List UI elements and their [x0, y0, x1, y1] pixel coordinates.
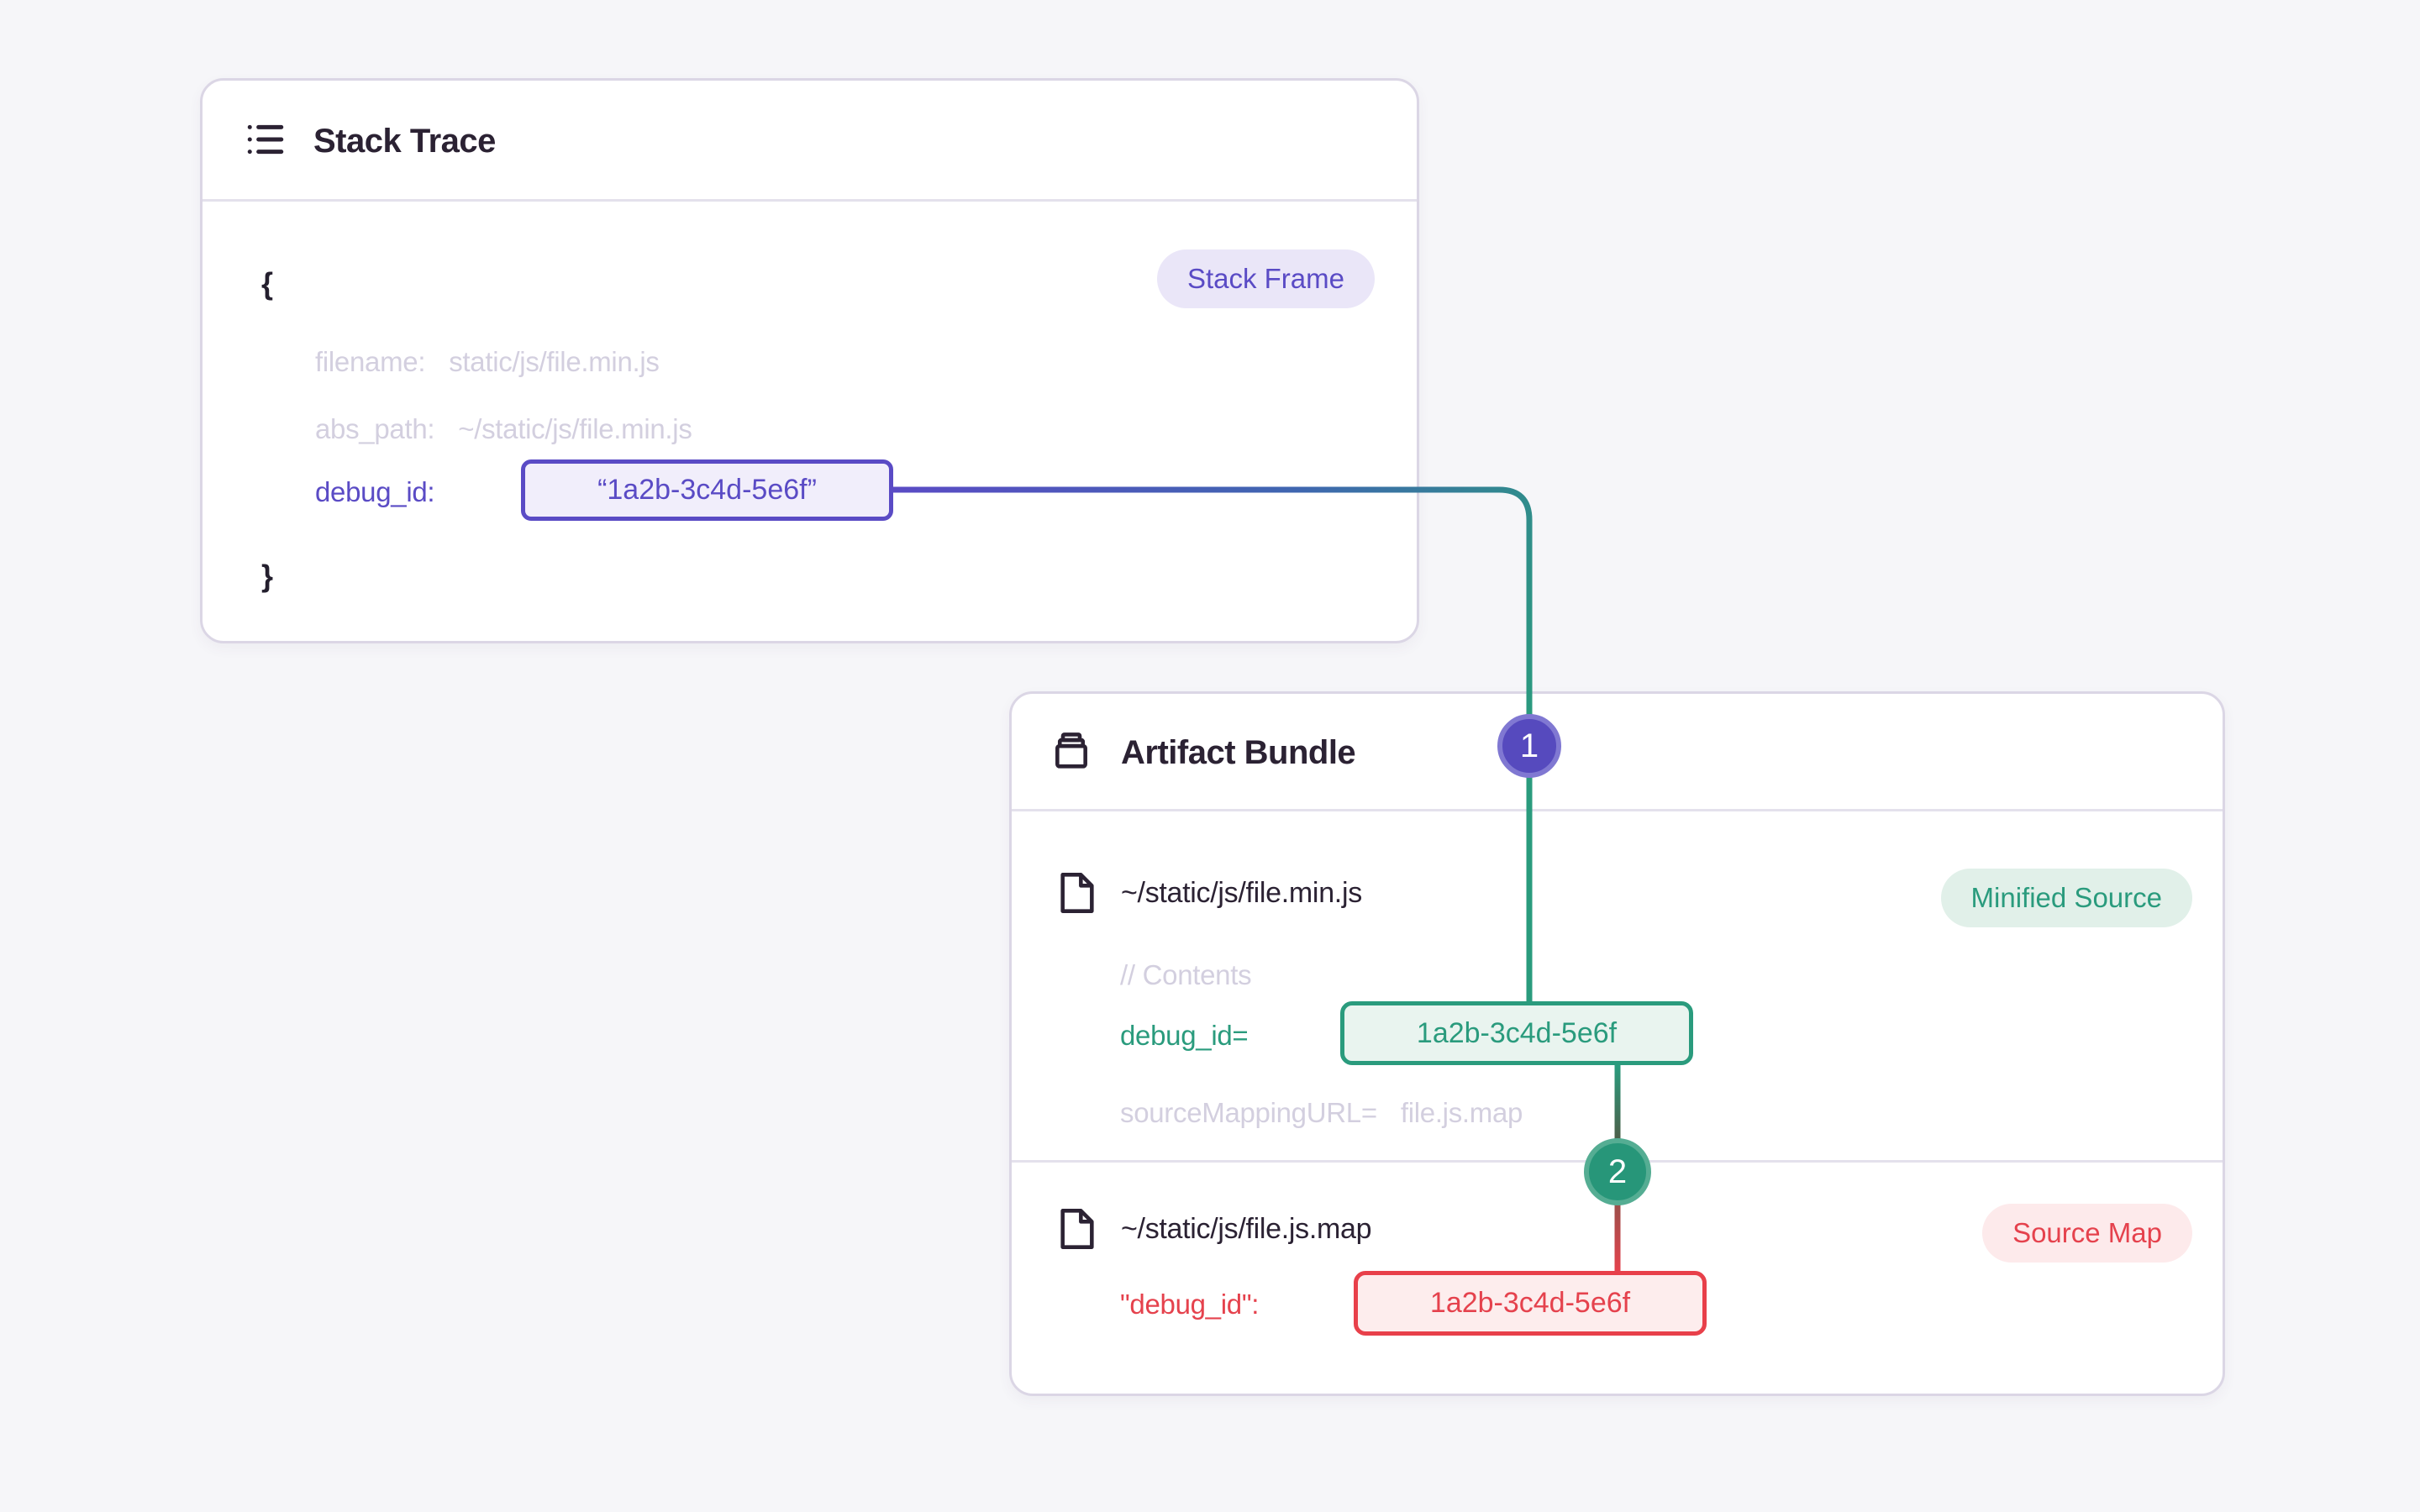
source-mapping-key: sourceMappingURL=	[1120, 1097, 1377, 1128]
minified-file-path: ~/static/js/file.min.js	[1121, 876, 1362, 909]
artifact-bundle-header-divider	[1012, 809, 2223, 811]
contents-comment-text: // Contents	[1120, 959, 1252, 990]
map-debug-id-line: "debug_id":	[1120, 1289, 1259, 1320]
list-icon	[245, 118, 287, 165]
map-debug-id-key: "debug_id":	[1120, 1289, 1260, 1320]
stack-trace-title: Stack Trace	[313, 122, 496, 160]
contents-comment: // Contents	[1120, 959, 1252, 991]
stack-trace-header: Stack Trace	[203, 81, 1417, 202]
filename-value: static/js/file.min.js	[449, 346, 660, 377]
file-icon	[1059, 1207, 1096, 1251]
filename-line: filename: static/js/file.min.js	[315, 346, 660, 378]
stack-trace-header-divider	[203, 199, 1417, 202]
debug-id-key: debug_id:	[315, 476, 435, 507]
source-mapping-line: sourceMappingURL= file.js.map	[1120, 1097, 1523, 1129]
artifact-bundle-header: Artifact Bundle	[1012, 694, 2223, 811]
bundle-debug-id-box: 1a2b-3c4d-5e6f	[1340, 1001, 1693, 1065]
file-icon	[1059, 871, 1096, 915]
step-1-badge: 1	[1497, 714, 1561, 778]
debug-id-line: debug_id:	[315, 476, 435, 508]
bundle-debug-id-line: debug_id=	[1120, 1020, 1249, 1052]
artifact-bundle-title: Artifact Bundle	[1121, 733, 1356, 771]
source-map-file-path: ~/static/js/file.js.map	[1121, 1212, 1372, 1245]
source-mapping-value: file.js.map	[1400, 1097, 1523, 1128]
source-map-badge: Source Map	[1982, 1204, 2192, 1263]
minified-file-row: ~/static/js/file.min.js	[1059, 871, 1362, 915]
abs-path-line: abs_path: ~/static/js/file.min.js	[315, 413, 692, 445]
stack-frame-badge: Stack Frame	[1156, 249, 1375, 308]
json-close-brace: }	[261, 559, 274, 593]
abs-path-key: abs_path:	[315, 413, 435, 444]
minified-source-badge: Minified Source	[1940, 869, 2192, 927]
filename-key: filename:	[315, 346, 426, 377]
bundle-debug-id-key: debug_id=	[1120, 1020, 1249, 1051]
abs-path-value: ~/static/js/file.min.js	[458, 413, 692, 444]
map-debug-id-box: 1a2b-3c4d-5e6f	[1354, 1271, 1707, 1336]
source-map-file-row: ~/static/js/file.js.map	[1059, 1207, 1372, 1251]
step-2-badge: 2	[1584, 1138, 1651, 1205]
stack-trace-debug-id-box: “1a2b-3c4d-5e6f”	[521, 459, 893, 521]
archive-box-icon	[1050, 730, 1092, 776]
stack-trace-card: Stack Trace Stack Frame { filename: stat…	[200, 78, 1419, 643]
json-open-brace: {	[261, 266, 274, 301]
